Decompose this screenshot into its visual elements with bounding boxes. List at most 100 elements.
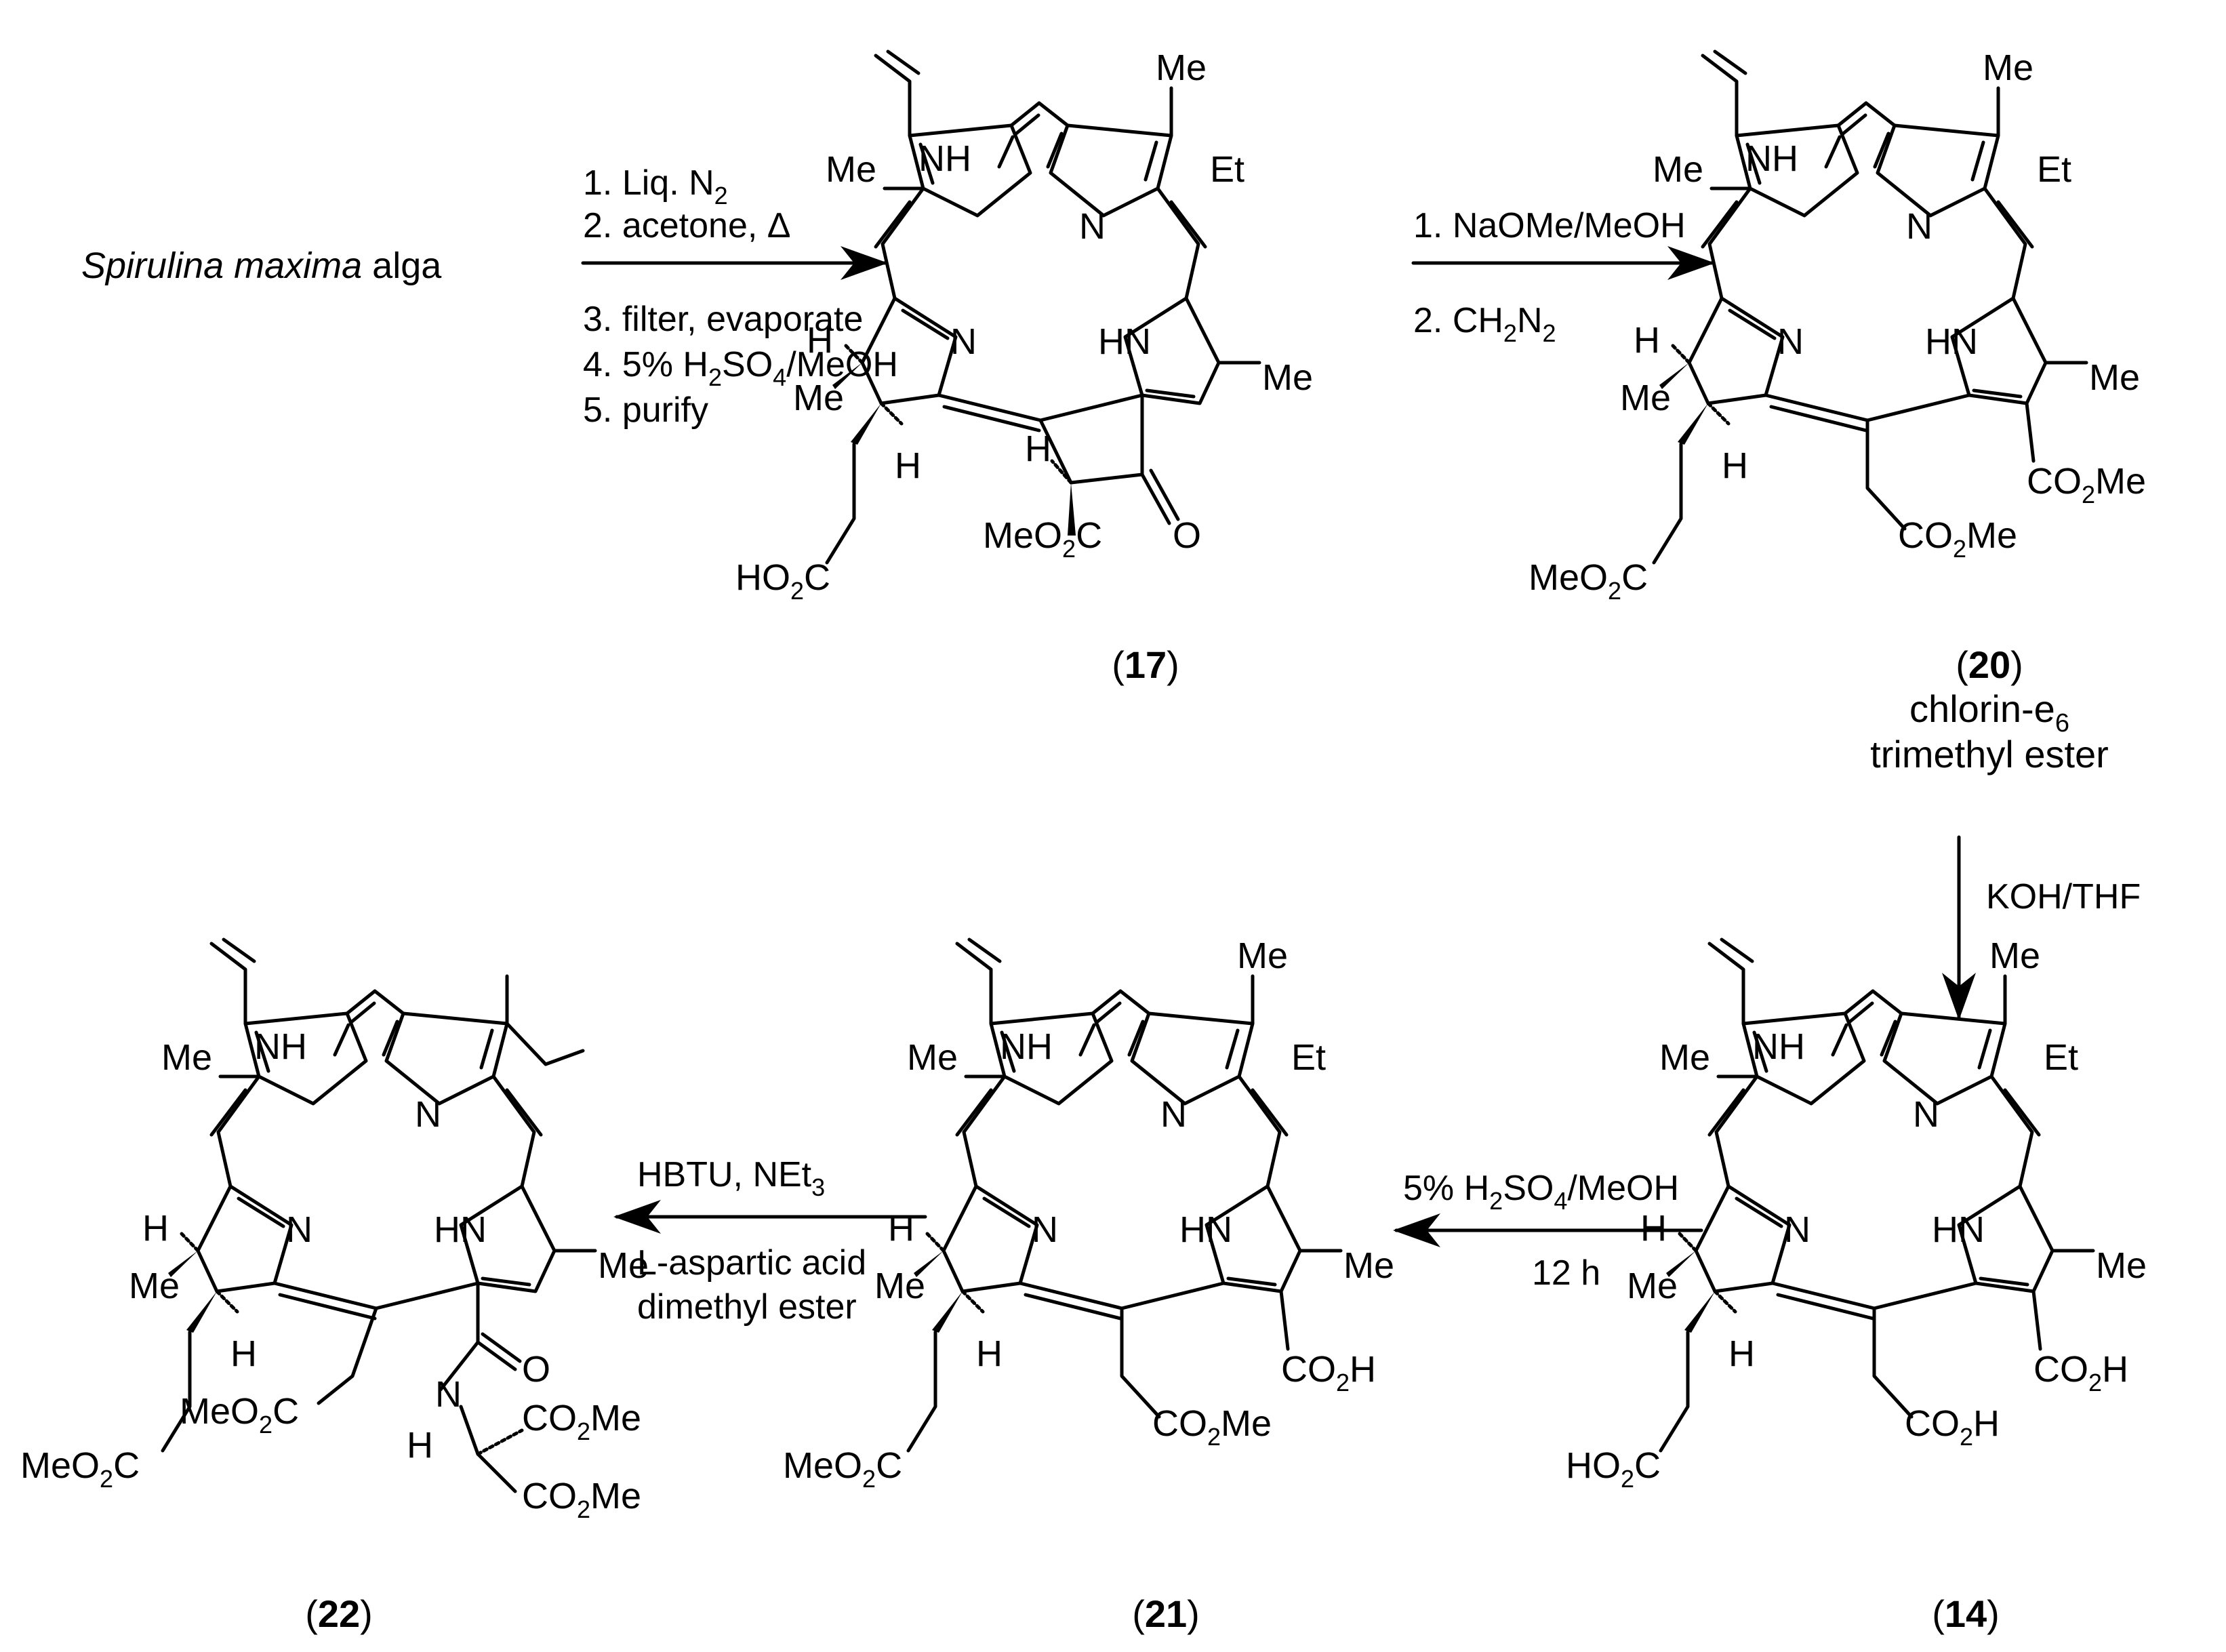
svg-text:Me: Me	[129, 1266, 180, 1306]
svg-text:CO2Me: CO2Me	[2027, 461, 2146, 508]
svg-text:NH: NH	[254, 1026, 307, 1067]
svg-text:MeO2C: MeO2C	[1529, 557, 1648, 605]
svg-text:Me: Me	[2096, 1245, 2147, 1286]
svg-text:1. Liq. N2: 1. Liq. N2	[583, 163, 728, 209]
svg-text:Me: Me	[907, 1037, 958, 1078]
svg-text:O: O	[522, 1349, 550, 1390]
step2-conditions: 1. NaOMe/MeOH 2. CH2N2	[1413, 206, 1686, 347]
svg-text:H: H	[407, 1425, 433, 1466]
svg-text:H: H	[1722, 445, 1748, 486]
svg-text:MeO2C: MeO2C	[180, 1391, 299, 1438]
step4-conditions: 5% H2SO4/MeOH 12 h	[1403, 1169, 1679, 1293]
svg-text:N: N	[1784, 1209, 1810, 1250]
svg-text:Me: Me	[1627, 1266, 1678, 1306]
svg-text:N: N	[286, 1209, 312, 1250]
compound-20-name-line1: chlorin-e6	[1909, 687, 2069, 738]
svg-text:NH: NH	[1000, 1026, 1053, 1067]
compound-20-structure: NH N N HN Me Me Et Me H Me H CO2Me CO2Me…	[1529, 47, 2146, 605]
svg-text:H: H	[895, 445, 921, 486]
svg-text:2. CH2N2: 2. CH2N2	[1413, 301, 1556, 347]
svg-text:HO2C: HO2C	[1566, 1445, 1661, 1493]
compound-20-label: (20)	[1956, 643, 2023, 686]
svg-text:MeO2C: MeO2C	[783, 1445, 902, 1493]
svg-text:N: N	[1913, 1094, 1939, 1135]
svg-text:H: H	[976, 1333, 1003, 1374]
svg-text:CO2Me: CO2Me	[1898, 515, 2017, 563]
compound-20-name-line2: trimethyl ester	[1870, 733, 2109, 775]
svg-text:NH: NH	[1745, 138, 1798, 179]
svg-text:MeO2C: MeO2C	[983, 515, 1102, 563]
svg-text:Me: Me	[1343, 1245, 1394, 1286]
compound-22-structure: NH N N HN Me Me H Me H O N H CO2Me CO2Me…	[20, 940, 649, 1523]
svg-text:CO2H: CO2H	[2033, 1349, 2128, 1396]
svg-text:3. filter, evaporate: 3. filter, evaporate	[583, 300, 863, 339]
svg-text:H: H	[1640, 1208, 1667, 1249]
svg-text:N: N	[1032, 1209, 1058, 1250]
compound-14-label: (14)	[1932, 1592, 2000, 1635]
svg-text:CO2Me: CO2Me	[522, 1476, 641, 1523]
svg-text:N: N	[1777, 321, 1804, 362]
svg-text:Me: Me	[1156, 47, 1207, 88]
svg-text:CO2H: CO2H	[1905, 1403, 2000, 1451]
svg-text:N: N	[1079, 206, 1106, 247]
svg-text:Me: Me	[1620, 378, 1671, 418]
svg-text:N: N	[435, 1374, 462, 1415]
svg-text:2. acetone, Δ: 2. acetone, Δ	[583, 206, 791, 245]
svg-text:HO2C: HO2C	[735, 557, 830, 605]
svg-text:N: N	[1906, 206, 1932, 247]
svg-text:H: H	[1634, 320, 1660, 361]
svg-text:5. purify: 5. purify	[583, 390, 708, 430]
compound-21-structure: NH N N HN Me Me Et Me H Me H CO2H CO2Me …	[783, 935, 1394, 1493]
svg-text:Et: Et	[1210, 149, 1244, 190]
step5-conditions: HBTU, NEt3 L-aspartic acid dimethyl este…	[637, 1155, 866, 1327]
compound-17-label: (17)	[1112, 643, 1179, 686]
svg-text:Et: Et	[2044, 1037, 2078, 1078]
svg-text:O: O	[1173, 515, 1201, 556]
svg-text:H: H	[1025, 428, 1051, 469]
svg-text:H: H	[142, 1208, 169, 1249]
svg-text:N: N	[1160, 1094, 1187, 1135]
svg-text:1. NaOMe/MeOH: 1. NaOMe/MeOH	[1413, 206, 1686, 245]
svg-text:Me: Me	[1989, 935, 2040, 976]
svg-text:HN: HN	[1925, 321, 1978, 362]
svg-text:HN: HN	[1179, 1209, 1232, 1250]
svg-text:H: H	[807, 320, 833, 361]
svg-text:Et: Et	[2037, 149, 2071, 190]
svg-text:MeO2C: MeO2C	[20, 1445, 140, 1493]
svg-text:dimethyl ester: dimethyl ester	[637, 1287, 857, 1327]
compound-14-structure: NH N N HN Me Me Et Me H Me H CO2H CO2H H…	[1566, 935, 2147, 1493]
compound-21-label: (21)	[1132, 1592, 1200, 1635]
svg-text:HN: HN	[1932, 1209, 1985, 1250]
svg-text:H: H	[888, 1208, 914, 1249]
step3-conditions: KOH/THF	[1986, 877, 2141, 916]
svg-text:Me: Me	[1262, 357, 1313, 398]
svg-text:NH: NH	[918, 138, 971, 179]
compound-22-label: (22)	[305, 1592, 373, 1635]
svg-text:HN: HN	[1098, 321, 1151, 362]
svg-text:4. 5% H2SO4/MeOH: 4. 5% H2SO4/MeOH	[583, 345, 898, 391]
svg-text:Me: Me	[1983, 47, 2033, 88]
svg-text:Me: Me	[161, 1037, 212, 1078]
svg-text:Et: Et	[1291, 1037, 1326, 1078]
svg-text:Me: Me	[826, 149, 876, 190]
svg-text:N: N	[415, 1094, 441, 1135]
svg-text:Me: Me	[793, 378, 844, 418]
svg-text:N: N	[950, 321, 977, 362]
compound-17-structure: NH N N HN Me Me Et Me H Me H H O MeO2C H…	[735, 47, 1313, 605]
svg-text:CO2H: CO2H	[1281, 1349, 1376, 1396]
svg-text:Me: Me	[874, 1266, 925, 1306]
svg-text:Me: Me	[1659, 1037, 1710, 1078]
step1-conditions: 1. Liq. N2 2. acetone, Δ 3. filter, evap…	[583, 163, 898, 430]
svg-text:Me: Me	[2089, 357, 2140, 398]
svg-text:L-aspartic acid: L-aspartic acid	[637, 1243, 866, 1283]
svg-text:H: H	[1728, 1333, 1755, 1374]
svg-text:5% H2SO4/MeOH: 5% H2SO4/MeOH	[1403, 1169, 1679, 1215]
svg-text:H: H	[230, 1333, 257, 1374]
svg-text:Me: Me	[1653, 149, 1703, 190]
start-material-label: Spirulina maxima alga	[81, 245, 442, 286]
svg-text:Me: Me	[1237, 935, 1288, 976]
svg-text:CO2Me: CO2Me	[522, 1398, 641, 1445]
svg-text:HN: HN	[434, 1209, 487, 1250]
svg-text:12 h: 12 h	[1532, 1253, 1600, 1293]
